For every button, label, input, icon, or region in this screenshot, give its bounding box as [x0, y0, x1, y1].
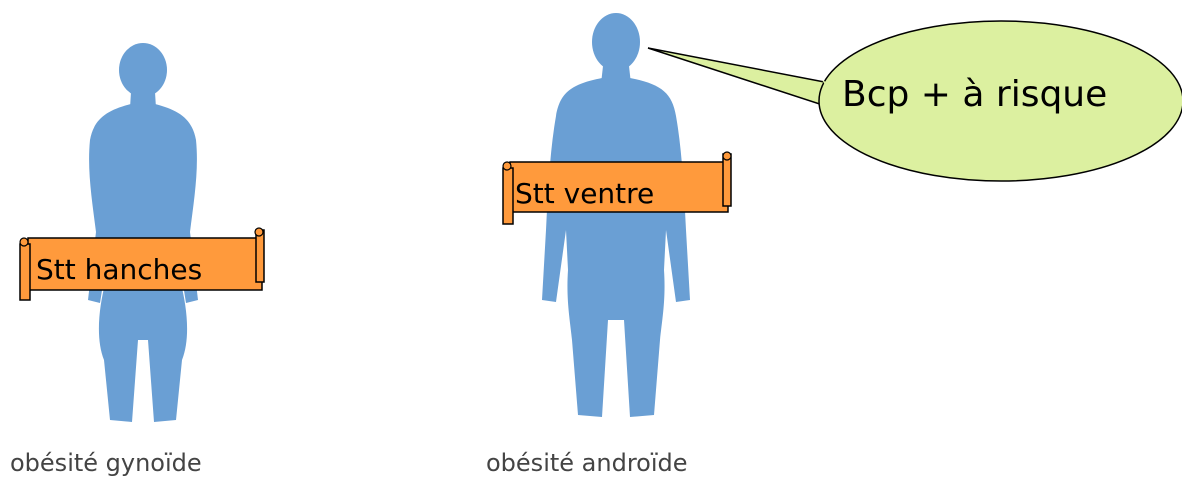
- belly-label: Stt ventre: [515, 180, 654, 208]
- male-silhouette: [542, 13, 690, 417]
- male-caption: obésité androïde: [486, 449, 688, 477]
- female-caption: obésité gynoïde: [10, 449, 202, 477]
- female-silhouette: [88, 43, 198, 422]
- risk-callout-text: Bcp + à risque: [842, 77, 1107, 113]
- hips-label: Stt hanches: [36, 256, 202, 284]
